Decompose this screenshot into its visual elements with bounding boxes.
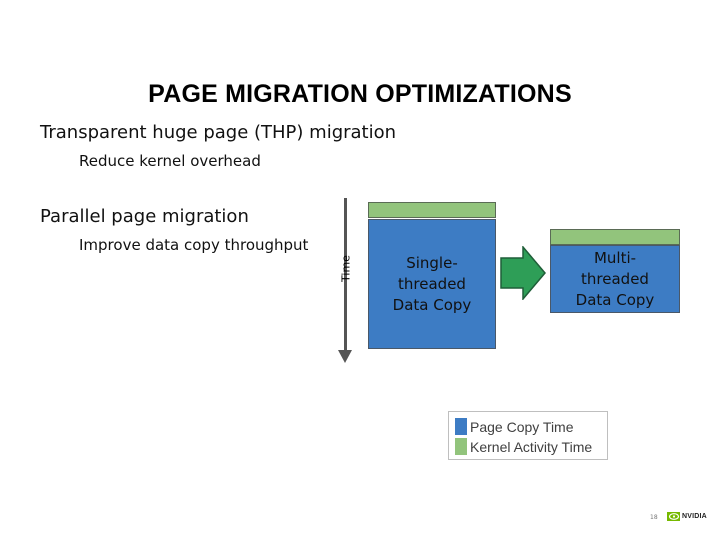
legend-label-copy: Page Copy Time	[470, 418, 574, 435]
slide-title: PAGE MIGRATION OPTIMIZATIONS	[148, 80, 572, 108]
bullet-parallel-migration: Parallel page migration	[40, 206, 249, 227]
brand-logo: NVIDIA	[667, 512, 707, 521]
brand-logo-text: NVIDIA	[682, 513, 707, 520]
multi-thread-kernel-bar	[550, 229, 680, 245]
sub-bullet-copy-throughput: Improve data copy throughput	[79, 236, 309, 254]
multi-thread-copy-box: Multi- threaded Data Copy	[550, 245, 680, 313]
time-axis-label: Time	[339, 255, 353, 282]
legend-item-copy: Page Copy Time	[455, 418, 574, 435]
sub-bullet-kernel-overhead: Reduce kernel overhead	[79, 152, 261, 170]
legend-swatch-copy	[455, 418, 467, 435]
down-arrow-icon	[338, 350, 352, 363]
single-thread-label: Single- threaded Data Copy	[392, 253, 472, 314]
legend-swatch-kernel	[455, 438, 467, 455]
nvidia-eye-icon	[667, 512, 680, 521]
page-number: 18	[650, 514, 658, 521]
right-arrow-icon	[500, 246, 546, 300]
legend: Page Copy Time Kernel Activity Time	[448, 411, 608, 460]
legend-item-kernel: Kernel Activity Time	[455, 438, 592, 455]
single-thread-kernel-bar	[368, 202, 496, 218]
single-thread-copy-box: Single- threaded Data Copy	[368, 219, 496, 349]
time-axis-line	[344, 198, 347, 350]
legend-label-kernel: Kernel Activity Time	[470, 438, 593, 455]
multi-thread-label: Multi- threaded Data Copy	[575, 248, 655, 309]
bullet-thp-migration: Transparent huge page (THP) migration	[40, 122, 397, 143]
